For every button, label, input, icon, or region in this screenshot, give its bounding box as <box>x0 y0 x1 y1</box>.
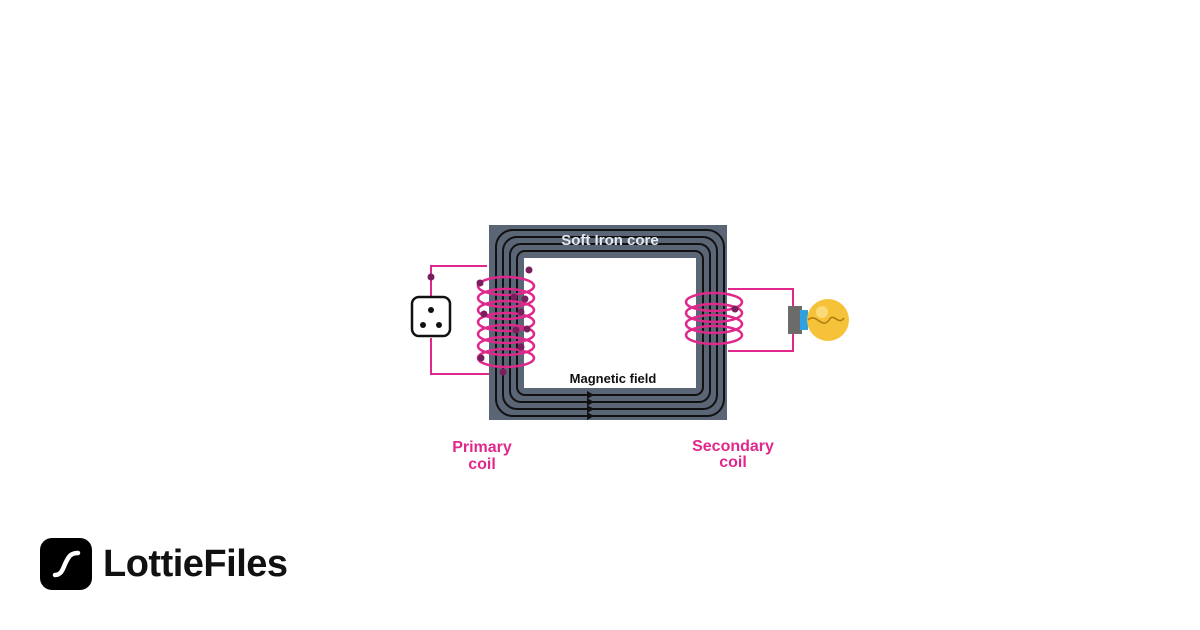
power-socket-icon <box>410 295 452 338</box>
secondary-coil-label-line2: coil <box>719 454 747 471</box>
secondary-coil-label-line1: Secondary <box>692 438 774 455</box>
brand-name: LottieFiles <box>103 542 288 585</box>
secondary-coil-charge <box>731 305 739 313</box>
field-direction-arrows <box>587 391 594 420</box>
secondary-circuit-wires <box>728 288 794 352</box>
magnetic-field-label: Magnetic field <box>570 371 657 386</box>
lottie-logo-icon <box>40 538 92 590</box>
magnetic-field-lines <box>495 229 725 417</box>
primary-coil-label-line1: Primary <box>452 439 512 456</box>
primary-coil <box>476 275 536 369</box>
soft-iron-core <box>489 225 727 420</box>
primary-coil-charges <box>427 266 533 376</box>
lottiefiles-brand: LottieFiles <box>40 538 288 590</box>
core-label: Soft Iron core <box>561 232 659 249</box>
secondary-coil <box>684 291 744 346</box>
primary-coil-label-line2: coil <box>468 456 496 473</box>
primary-circuit-wires <box>430 265 502 375</box>
light-bulb-icon <box>788 299 849 341</box>
